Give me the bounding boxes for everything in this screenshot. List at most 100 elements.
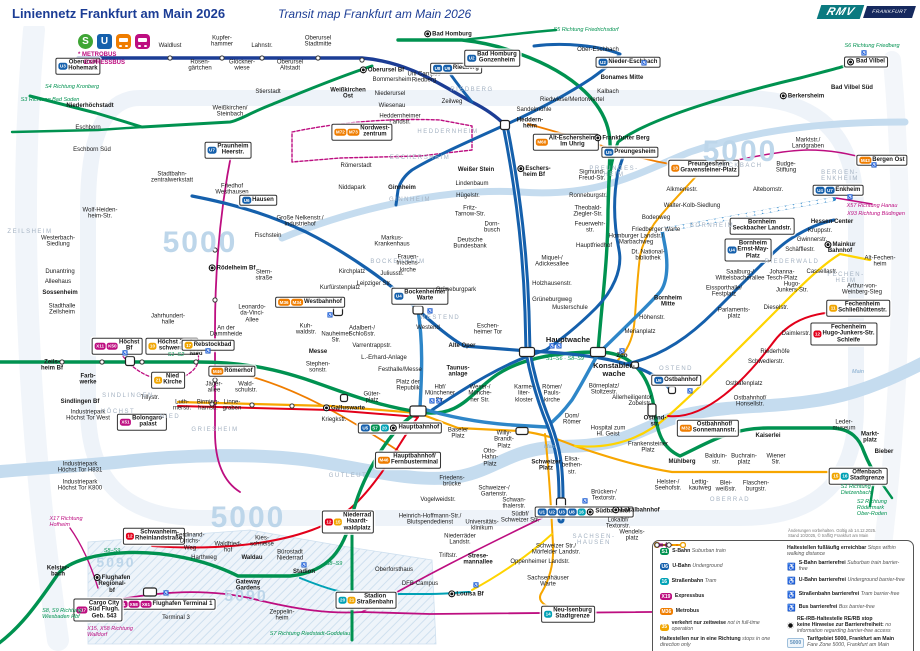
station-label: Lindenbaum	[455, 181, 488, 187]
station-name: Südbf/ Schweizer Str.	[500, 511, 540, 524]
direction-note: S3 Richtung Bad Soden	[20, 97, 80, 103]
station-label: Dom/ Römer	[563, 414, 581, 427]
station-name: Louisa Bf	[456, 591, 484, 598]
station-label: Lokalbahnhof	[612, 506, 660, 513]
interchange-node	[630, 361, 640, 369]
station-name: Dom/ Römer	[562, 413, 582, 426]
station-label: Güter- platz	[363, 392, 380, 405]
station-name: Frankensteiner Platz	[627, 441, 669, 454]
station-name: Adalbert-/ Schloßstr.	[348, 325, 376, 338]
station-name: Flughafen Regional- bf	[98, 575, 131, 594]
station-name: Marktstr./ Landgraben	[791, 137, 825, 150]
station-label: Bommersheim	[373, 77, 412, 83]
station-label: Kurfürstenplatz	[320, 285, 360, 291]
station-name: Kaiserlei	[755, 432, 781, 439]
station-name: Tillystr.	[140, 394, 160, 401]
station-name: Lindenbaum	[455, 180, 489, 187]
station-label: Riedwiese/Mertonviertel	[540, 97, 604, 103]
station-name: L.-Erhard-Anlage	[361, 354, 407, 361]
station-name: Ostbahnhof/ Sonnemannstr.	[692, 421, 737, 434]
wheelchair-icon: ♿	[556, 344, 562, 350]
station-name: Zeppelin- heim	[269, 609, 295, 622]
line-badge: 16	[577, 508, 586, 516]
station-name: Waldau	[241, 554, 263, 561]
direction-note: S8–S9	[325, 561, 343, 567]
station-name: Industriepark Höchst Tor West	[66, 409, 110, 422]
station-label: Stadthalle Zeilsheim	[49, 304, 76, 317]
station-label: Eissporthalle/ Festplatz	[706, 286, 742, 299]
fineprint-line: Stand 10/2025, © traffiQ Frankfurt am Ma…	[788, 533, 869, 539]
stop-dot	[212, 247, 218, 253]
stop-dot	[59, 359, 65, 365]
station-label: Vogelweidstr.	[420, 497, 455, 503]
regional-rail-icon	[208, 264, 216, 272]
station-label: Zeils- heim Bf	[41, 360, 63, 373]
station-name: Kupfer- hammer	[210, 35, 234, 48]
station-name: Praunheim Heerstr.	[217, 143, 249, 156]
district-label: FECHEN- HEIM	[827, 272, 865, 284]
station-label: Budge- Stiftung	[776, 162, 796, 175]
station-label: Daimlerstr.	[782, 331, 811, 337]
station-label: Walter-Kolb-Siedlung	[664, 203, 720, 209]
line-badge: M43	[859, 156, 872, 164]
station-label: Leder- museum	[832, 420, 855, 433]
station-label: Baseler Platz	[448, 428, 468, 441]
station-label: Dunantring	[45, 269, 74, 275]
header: Liniennetz Frankfurt am Main 2026 Transi…	[0, 0, 920, 26]
station-name: Bieber	[874, 448, 894, 455]
station-label: Alleehaus	[45, 279, 71, 285]
line-badge: M46	[378, 456, 390, 464]
line-badge: U3	[58, 62, 68, 70]
transit-line	[394, 123, 507, 207]
line-badge: 21	[154, 376, 163, 384]
station-name: Offenbach Stadtgrenze	[849, 469, 885, 482]
direction-note: X15, X58 Richtung Walldorf	[87, 626, 133, 638]
station-name: Schweizer-/ Gartenstr.	[478, 485, 510, 498]
station-label: Uni Campus Riedberg	[407, 72, 440, 85]
station-name: Hauptwache	[545, 335, 591, 345]
station-name: Oberursel Hohemark	[68, 59, 98, 72]
legend-fineprint: Änderungen vorbehalten. Gültig ab 14.12.…	[788, 528, 918, 539]
station-label: Heddernheimer Landstr.	[379, 114, 420, 127]
interchange-node	[412, 305, 424, 315]
station-label: Terminal 3	[162, 615, 190, 621]
district-label: OSTEND	[658, 366, 694, 372]
line-badge: U8	[567, 508, 577, 516]
wheelchair-icon: ♿	[429, 399, 435, 405]
station-label: Zobelstr.	[628, 401, 651, 407]
station-label: Birming- hamstr.	[197, 400, 219, 413]
station-name: Fechenheim Hugo-Junkers-Str. Schleife	[822, 324, 875, 344]
station-name: Westend	[416, 324, 440, 331]
station-label: Weißkirchen/ Steinbach	[213, 106, 248, 119]
station-name: Sandelmühle	[516, 106, 552, 113]
station-label: Oberforsthaus	[375, 567, 413, 573]
station-name: Terminal 3	[162, 614, 190, 621]
station-label: Varrentrappstr.	[352, 343, 391, 349]
station-label: Otto- Hahn- Platz	[482, 449, 498, 468]
station-label: Fischstein	[254, 233, 281, 239]
station-name: Zeilweg	[441, 98, 463, 105]
station-name: Hugo- Junkers-Str.	[775, 281, 809, 294]
station-name: Osthafenplatz	[725, 380, 763, 387]
line-badge: X11	[94, 342, 106, 350]
line-badge: U2	[598, 58, 608, 66]
station-name: Hessen-Center	[810, 218, 854, 225]
station-label: Osthafenplatz	[725, 381, 762, 387]
zone-band	[0, 357, 920, 485]
station-name: Niederrad Haardt- waldplatz	[343, 512, 372, 532]
station-label: Industriepark Höchst Tor West	[66, 410, 110, 423]
station-name: Hauptbahnhof	[398, 424, 440, 431]
bus-key-caption: * METROBUS EXPRESSBUS	[78, 52, 126, 66]
station-name: DFB-Campus	[401, 580, 439, 587]
station-name: Eschborn Süd	[73, 146, 111, 153]
station-name: Miquel-/ Adickesallee	[535, 255, 569, 268]
